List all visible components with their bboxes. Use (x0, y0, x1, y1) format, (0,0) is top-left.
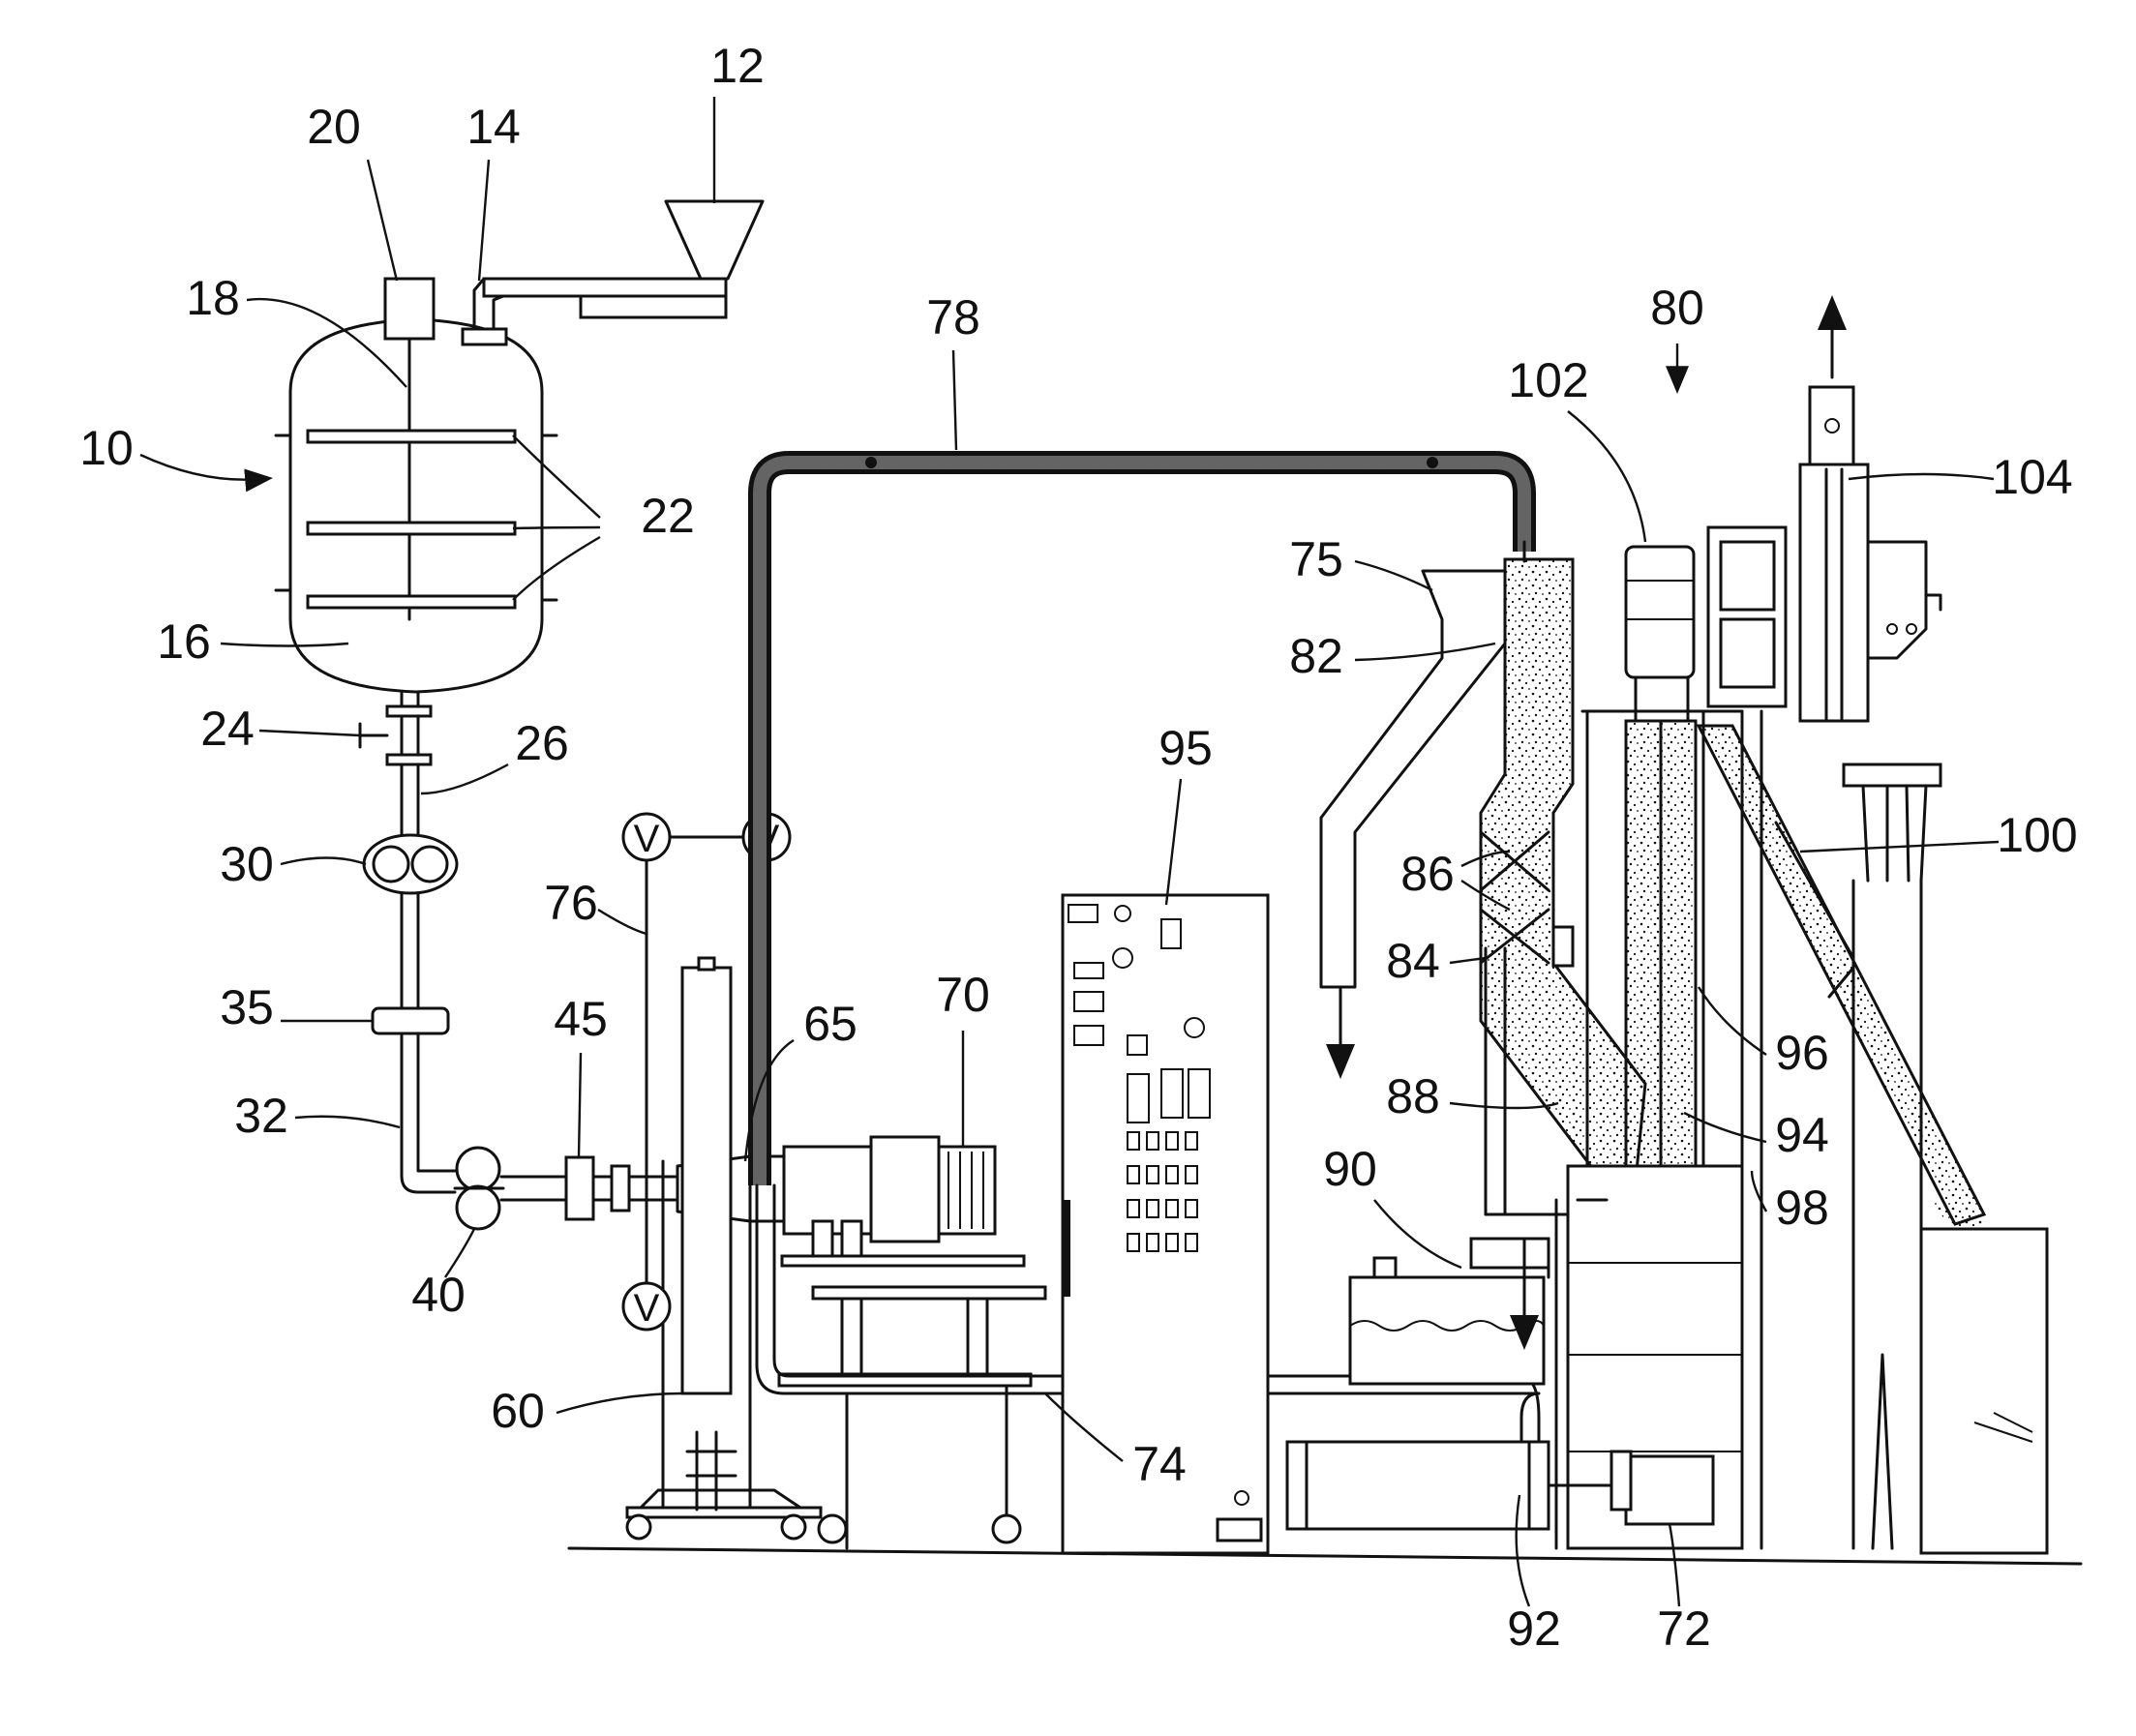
valve-glyph-a: V (634, 818, 660, 860)
support-frame (779, 1256, 1045, 1548)
label-90: 90 (1323, 1142, 1377, 1196)
label-96: 96 (1775, 1026, 1829, 1080)
label-75: 75 (1289, 532, 1343, 586)
label-100: 100 (1997, 808, 2077, 862)
label-16: 16 (157, 614, 211, 669)
label-26: 26 (515, 716, 569, 770)
flange-35 (373, 1008, 448, 1033)
separator-chute (1321, 571, 1505, 1064)
label-45: 45 (554, 992, 608, 1046)
label-76: 76 (544, 876, 598, 930)
feed-line-to-extruder (501, 1157, 677, 1219)
label-60: 60 (491, 1384, 545, 1438)
label-82: 82 (1289, 629, 1343, 683)
label-30: 30 (220, 837, 274, 891)
label-72: 72 (1657, 1601, 1711, 1656)
label-10: 10 (79, 421, 134, 475)
label-92: 92 (1507, 1601, 1561, 1656)
stand-60 (627, 958, 821, 1539)
pump-40 (455, 1148, 503, 1229)
label-78: 78 (926, 290, 980, 344)
label-84: 84 (1386, 934, 1440, 988)
label-24: 24 (200, 702, 255, 756)
ground-line (569, 1548, 2081, 1564)
pump-30 (364, 835, 457, 893)
label-40: 40 (411, 1268, 466, 1322)
label-65: 65 (803, 997, 857, 1051)
label-14: 14 (466, 100, 521, 154)
feed-hopper (463, 201, 763, 344)
label-32: 32 (234, 1089, 288, 1143)
mixing-vessel (276, 279, 557, 692)
label-86: 86 (1400, 847, 1455, 901)
label-70: 70 (936, 968, 990, 1022)
label-20: 20 (307, 100, 361, 154)
valve-glyph-c: V (634, 1287, 660, 1330)
label-104: 104 (1992, 450, 2072, 504)
label-95: 95 (1158, 721, 1213, 775)
collection-bin (1921, 1229, 2047, 1553)
label-88: 88 (1386, 1069, 1440, 1123)
label-80: 80 (1650, 281, 1704, 335)
label-35: 35 (220, 980, 274, 1034)
label-22: 22 (641, 489, 695, 543)
outlet-pipe (360, 692, 431, 1161)
label-12: 12 (710, 39, 765, 93)
label-18: 18 (186, 271, 240, 325)
water-tank (1350, 1239, 1549, 1384)
label-74: 74 (1132, 1437, 1187, 1491)
label-102: 102 (1508, 353, 1588, 407)
label-94: 94 (1775, 1108, 1829, 1162)
label-98: 98 (1775, 1181, 1829, 1235)
